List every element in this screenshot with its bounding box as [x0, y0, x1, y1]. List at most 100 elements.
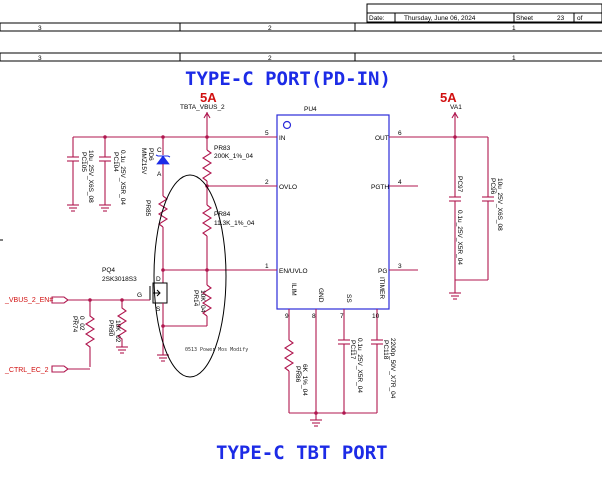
pc105-value: 10u_25V_X6S_08	[87, 150, 94, 203]
pin-ovlo-num: 2	[265, 179, 269, 186]
pq4-source-label: S	[156, 306, 161, 313]
pr74-ref: PR74	[71, 316, 78, 333]
current-rating-right: 5A	[440, 90, 457, 105]
pc117-ref: PC117	[349, 340, 356, 360]
pin-pgth-num: 4	[398, 179, 402, 186]
pq4-drain-label: D	[156, 276, 161, 283]
pq4-gate-label: G	[137, 292, 142, 299]
pin-itimer-name: ITIMER	[378, 277, 385, 299]
net-ctrl-ec: _CTRL_EC_2	[4, 367, 49, 374]
title-block-row-date	[366, 12, 602, 23]
pin-en-num: 1	[265, 263, 269, 270]
pd6-ref: PD6	[147, 148, 154, 161]
pr84-value: 11.3K_1%_04	[214, 220, 255, 227]
pr80-value: 10K_02	[114, 320, 121, 343]
pc118-ref: PC118	[382, 340, 389, 360]
pin-ss-name: SS	[345, 294, 352, 303]
pin-gnd-num: 8	[312, 313, 316, 320]
title-block-row-top	[366, 3, 602, 14]
pr74-resistor	[84, 300, 96, 367]
pc96-value: 10u_25V_X6S_08	[496, 178, 503, 231]
ground-symbol	[99, 204, 111, 212]
pin-pgth-name: PGTH	[371, 184, 389, 191]
title-pd-in: TYPE-C PORT(PD-IN)	[185, 68, 391, 90]
pr83-value: 200K_1%_04	[214, 153, 253, 160]
pr84-resistor	[201, 204, 213, 237]
pr85-resistor	[157, 195, 169, 228]
sheet-of-label: of	[577, 15, 583, 22]
pc118-value: 2200p_50V_X7R_04	[389, 338, 396, 399]
ovlo-divider: PR83 200K_1%_04 PR84 11.3K_1%_04	[201, 137, 255, 272]
pc104-value: 0.1u_25V_X5R_04	[119, 150, 126, 205]
pc97-value: 0.1u_25V_X5R_04	[456, 210, 463, 265]
pin-in-name: IN	[279, 135, 286, 142]
title-block: Date: Thursday, June 06, 2024 Sheet 23 o…	[366, 3, 602, 23]
zone-ruler-top: 3 2 1	[0, 22, 602, 32]
modification-ellipse	[153, 174, 227, 378]
pr86-resistor	[283, 339, 295, 372]
modification-note: 0513 Power Mos Modify	[185, 347, 248, 353]
input-rail: TBTA_VBUS_2 PC105 10u_25V_X6S_08 PC104 0…	[67, 104, 225, 212]
ctrl-offpage-connector	[51, 365, 69, 373]
pr83-resistor	[201, 149, 213, 182]
pin-gnd-name: GND	[317, 288, 324, 303]
net-vbus-en: _VBUS_2_EN#	[4, 297, 53, 304]
en-offpage-connector	[51, 296, 69, 304]
pd6-anode-label: A	[157, 171, 162, 178]
sheet-number: 23	[557, 15, 565, 22]
ground-symbol	[116, 346, 128, 354]
pc105-ref: PC105	[80, 152, 87, 172]
enable-input: _VBUS_2_EN# PR80 10K_02 PR74 0_02 _CTRL_…	[4, 296, 150, 374]
pc96-ref: PC96	[489, 178, 496, 195]
output-rail: VA1 PC97 0.1u_25V_X5R_04 PC96 10u_25V_X6…	[449, 104, 503, 300]
ground-symbol	[67, 204, 79, 212]
pr80-ref: PR80	[107, 320, 114, 337]
pin-pg-num: 3	[398, 263, 402, 270]
pc104-ref: PC104	[112, 152, 119, 172]
power-mos-section: C A MMZ15V PD6 PR85 PQ4 2SK3018S3 D S G …	[102, 137, 213, 362]
pc97-ref: PC97	[456, 176, 463, 193]
ic-body	[276, 114, 390, 310]
ground-symbol	[449, 292, 461, 300]
zone-ruler-bottom: 3 2 1	[0, 52, 602, 62]
zone-top-3: 3	[38, 25, 42, 32]
pr84-ref: PR84	[214, 211, 231, 218]
net-vbus-in: TBTA_VBUS_2	[180, 104, 225, 111]
pd6-value: MMZ15V	[140, 148, 147, 175]
pr80-resistor	[116, 300, 128, 347]
zone-bottom-1: 1	[512, 55, 516, 62]
current-rating-left: 5A	[200, 90, 217, 105]
pin-out-num: 6	[398, 130, 402, 137]
zone-top-1: 1	[512, 25, 516, 32]
pq4-value: 2SK3018S3	[102, 276, 137, 283]
bottom-components: PR86 6K_1%_04 PC117 0.1u_25V_X5R_04 PC11…	[283, 338, 396, 427]
pd6-diode	[156, 155, 170, 165]
pq4-ref: PQ4	[102, 267, 115, 274]
pin-ovlo-name: OVLO	[279, 184, 297, 191]
zone-bottom-3: 3	[38, 55, 42, 62]
pc117-value: 0.1u_25V_X5R_04	[356, 338, 363, 393]
pr14-ref: PR14	[192, 290, 199, 307]
pin-ilim-num: 9	[285, 313, 289, 320]
zone-bottom-2: 2	[268, 55, 272, 62]
zone-top-2: 2	[268, 25, 272, 32]
pin-ss-num: 7	[340, 313, 344, 320]
net-vout: VA1	[450, 104, 462, 111]
pr86-ref: PR86	[294, 366, 301, 383]
pr86-value: 6K_1%_04	[301, 364, 308, 396]
pin-out-name: OUT	[375, 135, 389, 142]
pin1-marker	[282, 120, 292, 130]
pr14-value: 10K_04	[199, 290, 206, 313]
pr14-resistor	[201, 284, 213, 317]
pd6-cathode-label: C	[157, 147, 162, 154]
ground-symbol	[310, 419, 322, 427]
pin-en-name: EN/UVLO	[279, 268, 308, 275]
pin-ilim-name: ILIM	[290, 283, 297, 296]
title-tbt-port: TYPE-C TBT PORT	[216, 442, 388, 464]
date-value: Thursday, June 06, 2024	[404, 15, 476, 22]
date-label: Date:	[369, 15, 385, 22]
pin-itimer-num: 10	[372, 313, 380, 320]
ground-symbol	[157, 354, 169, 362]
pr83-ref: PR83	[214, 145, 231, 152]
